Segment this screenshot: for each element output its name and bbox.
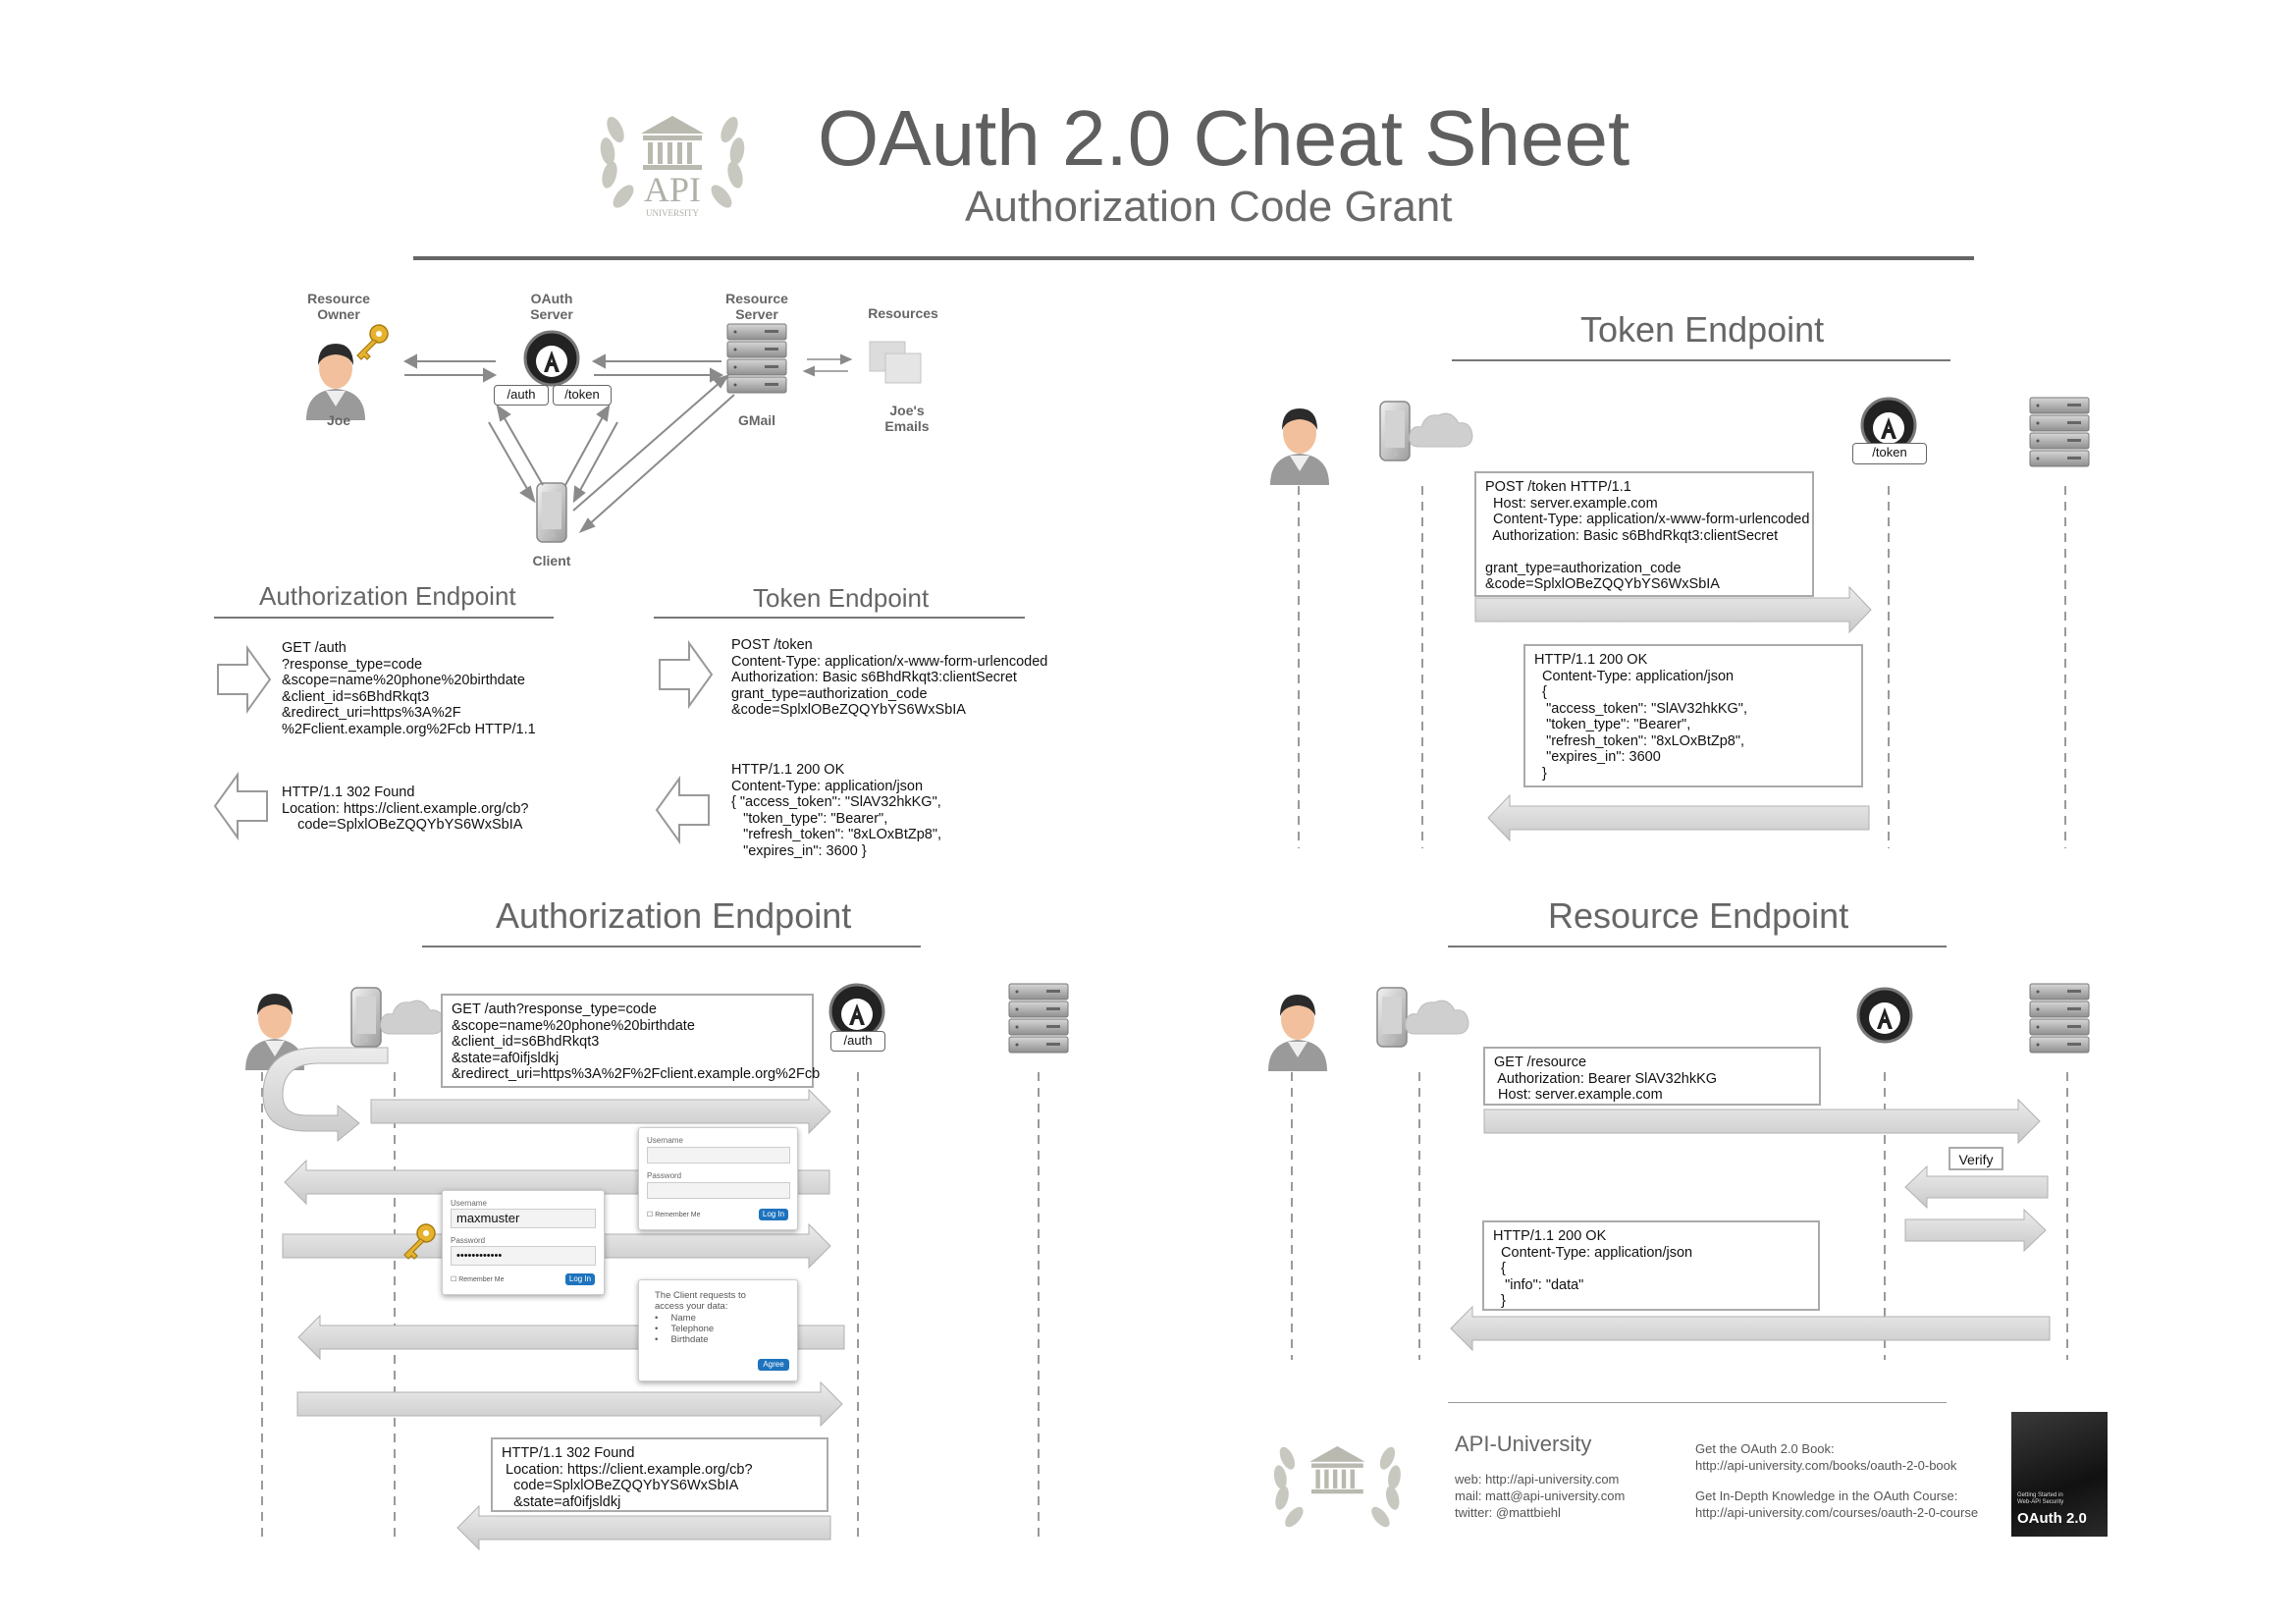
password-input[interactable] [647,1182,790,1199]
auth-response-arrow-icon [213,771,268,841]
auth-summary-response: HTTP/1.1 302 Found Location: https://cli… [282,784,529,833]
resource-flow-request-box: GET /resource Authorization: Bearer SlAV… [1483,1047,1821,1106]
verify-label: Verify [1949,1147,2003,1170]
resource-server-label: Resource Server [725,291,788,322]
header-divider [413,256,1974,260]
agree-button[interactable]: Agree [758,1359,789,1371]
key-icon [356,324,389,360]
footer-laurel-logo-icon [1273,1445,1401,1528]
consent-dialog: The Client requests to access your data:… [638,1279,798,1381]
joe-label: Joe [326,412,351,428]
logo-subtext: UNIVERSITY [646,208,699,218]
footer-course-link[interactable]: Get In-Depth Knowledge in the OAuth Cour… [1695,1488,1979,1520]
token-flow-response-box: HTTP/1.1 200 OK Content-Type: applicatio… [1523,644,1863,787]
token-summary-divider [654,617,1025,619]
client-label: Client [532,553,571,568]
overview-diagram [306,323,922,543]
book-cover-image[interactable]: Getting Started in Web-API Security OAut… [2011,1412,2108,1537]
remember-me-checkbox[interactable]: ☐ Remember Me [647,1212,701,1218]
resource-owner-label: Resource Owner [307,291,370,322]
book-cover-title: OAuth 2.0 [2017,1510,2087,1527]
oauth-server-icon [523,330,580,387]
auth-summary-request: GET /auth ?response_type=code &scope=nam… [282,640,536,737]
resources-docs-icon [869,341,922,384]
token-response-arrow-icon [655,775,710,845]
resources-label: Resources [868,305,938,321]
footer-brand: API-University [1455,1432,1592,1456]
token-summary-request: POST /token Content-Type: application/x-… [731,637,1048,718]
login-button[interactable]: Log In [565,1273,595,1285]
auth-endpoint-tag: /auth [494,385,549,406]
auth-request-arrow-icon [217,644,272,715]
token-summary-response: HTTP/1.1 200 OK Content-Type: applicatio… [731,762,942,859]
token-endpoint-tag: /token [553,385,612,406]
token-flow-divider [1452,359,1950,361]
resource-flow-heading: Resource Endpoint [1548,895,1849,936]
page-subtitle: Authorization Code Grant [965,183,1453,231]
resource-flow-divider [1448,946,1947,947]
oauth-server-label: OAuth Server [530,291,573,322]
token-summary-heading: Token Endpoint [753,583,930,613]
header-logo: API UNIVERSITY [594,90,751,228]
remember-me-checkbox[interactable]: ☐ Remember Me [451,1276,505,1283]
login-button[interactable]: Log In [759,1209,788,1220]
auth-flow-heading: Authorization Endpoint [496,895,852,936]
resource-server-icon [726,323,787,394]
token-flow-heading: Token Endpoint [1580,309,1825,350]
token-flow-diagram [1270,397,2090,848]
token-request-arrow-icon [659,639,714,710]
joes-emails-label: Joe's Emails [884,403,930,434]
auth-summary-heading: Authorization Endpoint [259,581,516,611]
laurel-logo-icon [600,116,745,208]
resource-flow-response-box: HTTP/1.1 200 OK Content-Type: applicatio… [1482,1220,1820,1311]
footer-divider [1448,1402,1947,1403]
footer-contact: web: http://api-university.com mail: mat… [1455,1472,1626,1520]
login-form-filled: Username maxmuster Password ••••••••••••… [442,1190,605,1295]
auth-flow-response-box: HTTP/1.1 302 Found Location: https://cli… [491,1437,828,1512]
token-flow-tag: /token [1852,443,1927,464]
resource-owner-person-icon [306,344,365,420]
login-form-small: Username Password ☐ Remember Me Log In [638,1127,798,1230]
auth-flow-tag: /auth [830,1031,885,1052]
summary-arrows [213,639,714,845]
consent-text: The Client requests to access your data: [655,1290,746,1312]
client-phone-icon [536,482,567,543]
gmail-label: GMail [737,412,776,428]
page-title: OAuth 2.0 Cheat Sheet [818,94,1630,182]
password-filled-input[interactable]: •••••••••••• [451,1246,596,1266]
consent-items: • Name • Telephone • Birthdate [655,1313,715,1345]
username-filled-input[interactable]: maxmuster [451,1209,596,1228]
token-flow-request-box: POST /token HTTP/1.1 Host: server.exampl… [1474,471,1814,597]
footer-book-link[interactable]: Get the OAuth 2.0 Book: http://api-unive… [1695,1441,1957,1473]
resource-flow-diagram [1268,983,2090,1360]
auth-flow-divider [422,946,921,947]
auth-summary-divider [214,617,554,619]
book-cover-subtitle: Getting Started in Web-API Security [2017,1492,2064,1505]
auth-flow-request-box: GET /auth?response_type=code &scope=name… [441,994,820,1088]
logo-text: API [643,170,701,209]
username-input[interactable] [647,1147,790,1163]
